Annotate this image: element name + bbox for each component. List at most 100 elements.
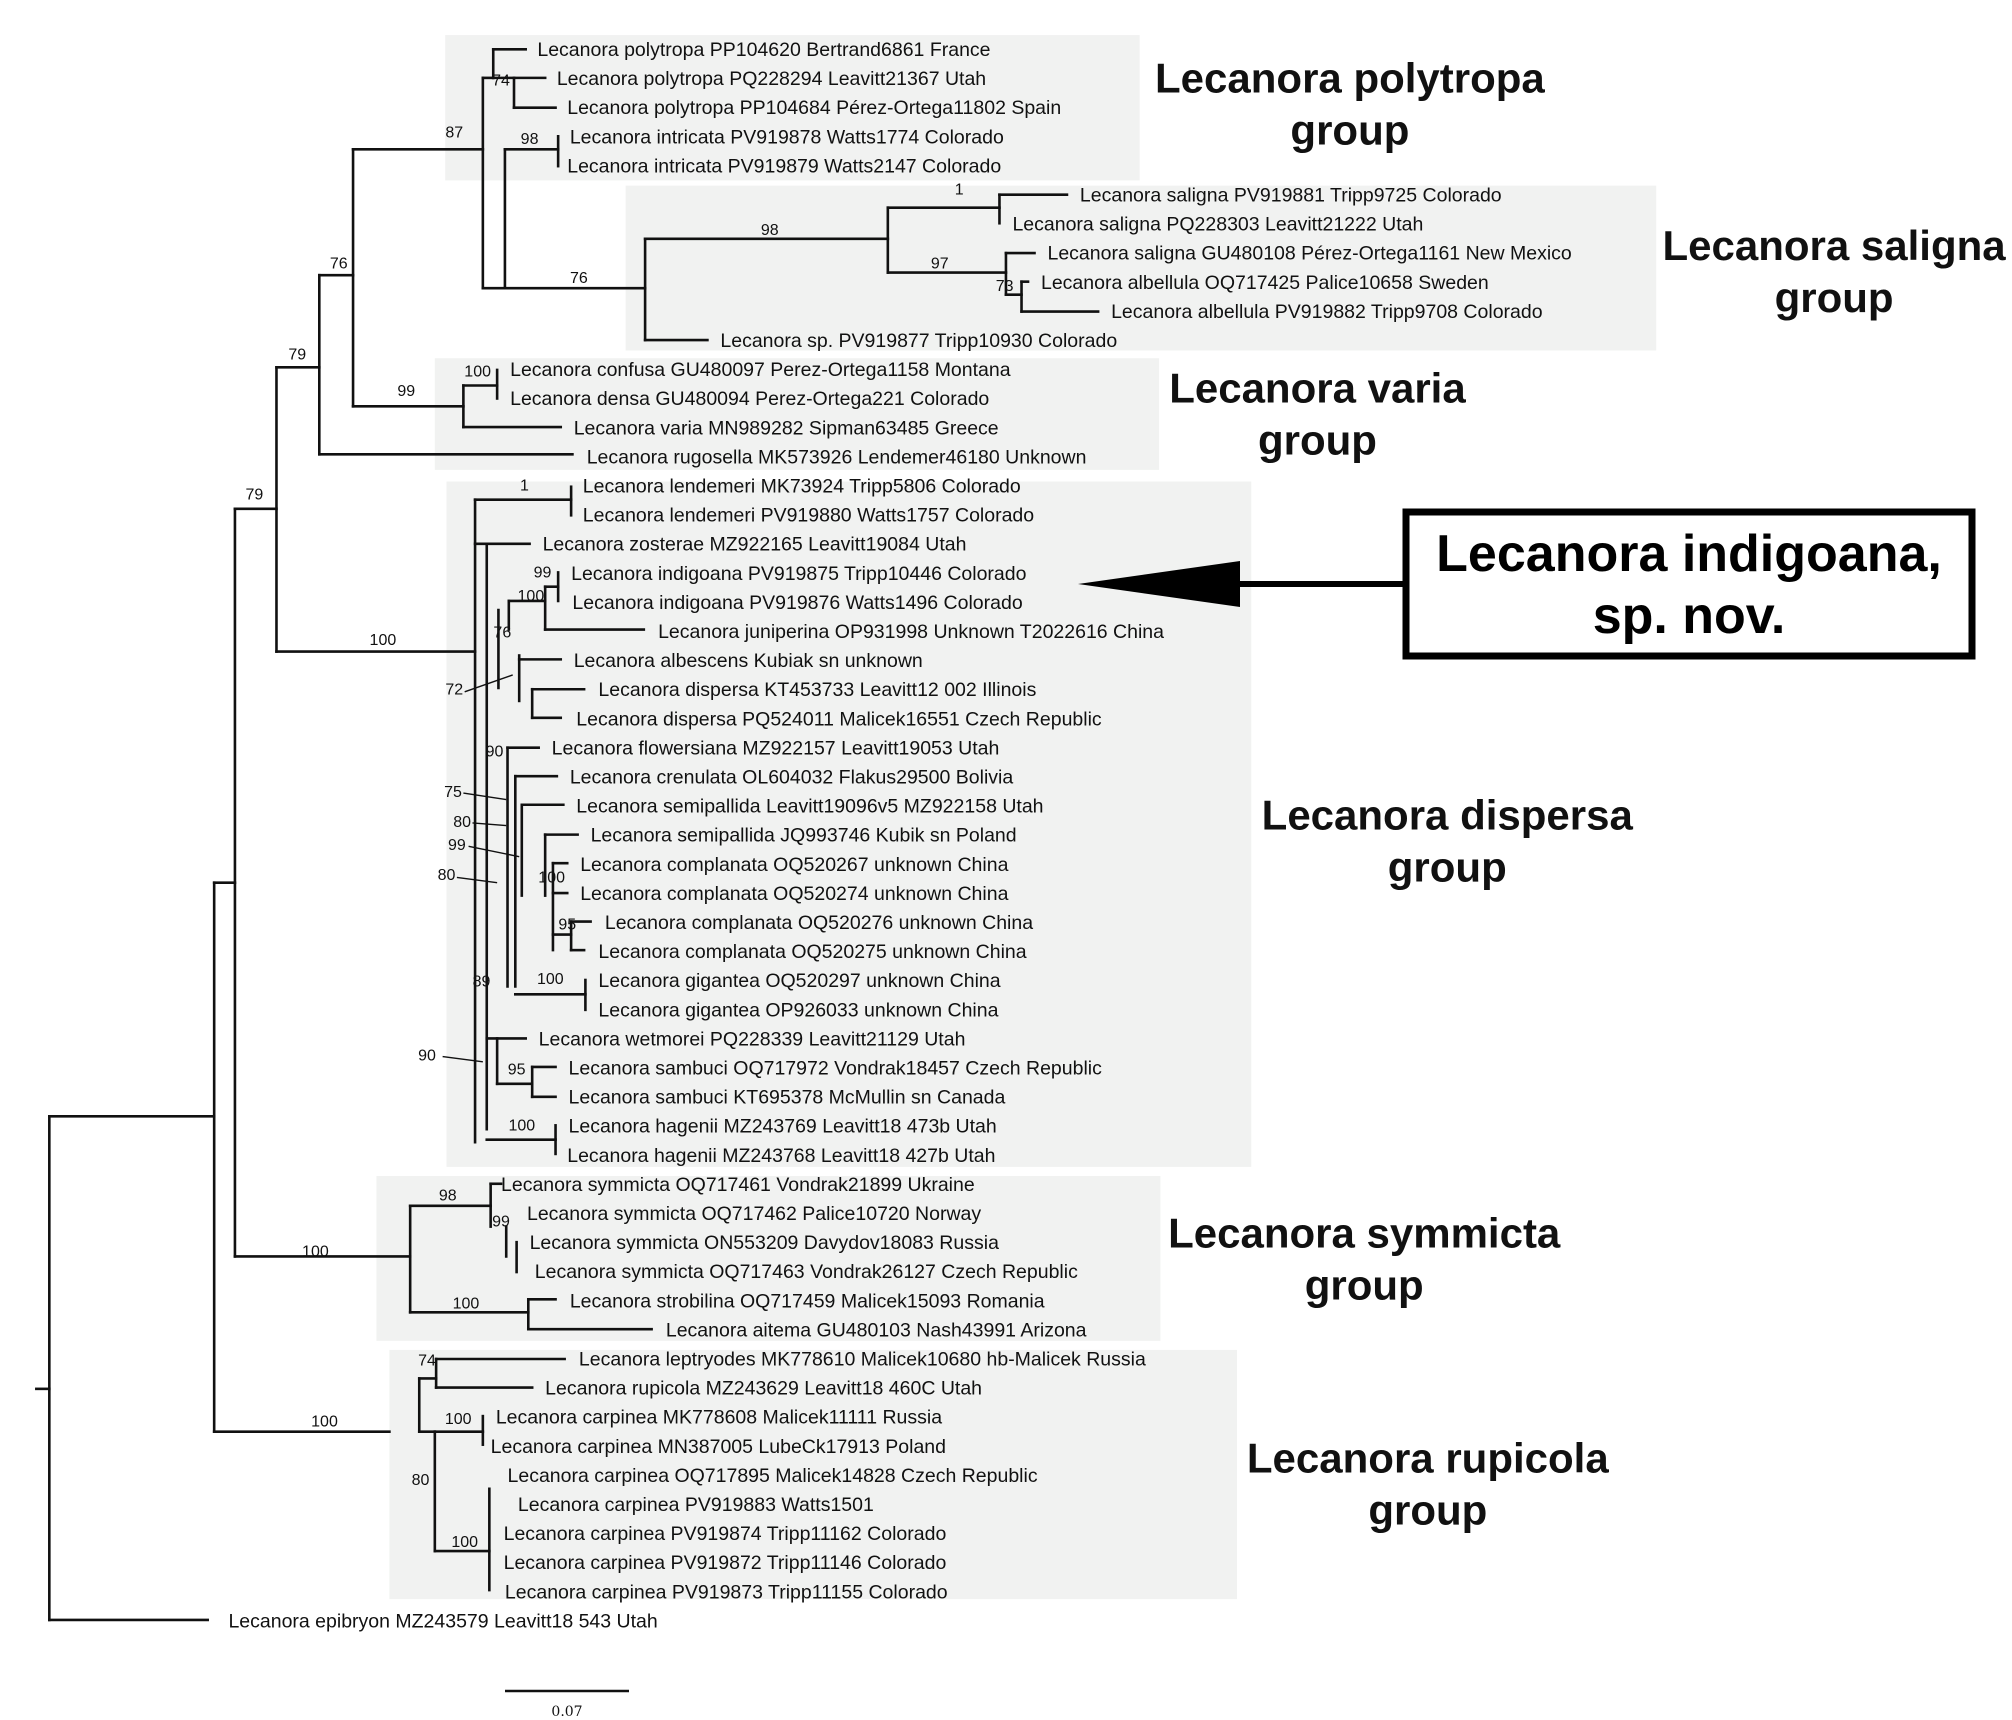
taxon-label: Lecanora semipallida JQ993746 Kubik sn P… <box>591 825 1017 847</box>
group-box <box>376 1175 1161 1341</box>
group-box <box>434 358 1160 470</box>
taxon-label: Lecanora sp. PV919877 Tripp10930 Colorad… <box>720 330 1117 352</box>
support-value: 72 <box>445 681 463 698</box>
taxon-label: Lecanora gigantea OQ520297 unknown China <box>598 970 1000 992</box>
support-value: 100 <box>453 1295 480 1312</box>
support-value: 79 <box>246 487 264 504</box>
group-label-name: Lecanora dispersa <box>1262 792 1634 839</box>
taxon-label: Lecanora carpinea MN387005 LubeCk17913 P… <box>491 1436 946 1458</box>
taxon-label: Lecanora symmicta ON553209 Davydov18083 … <box>530 1232 999 1254</box>
group-box <box>446 481 1252 1167</box>
support-value: 76 <box>493 624 511 641</box>
taxon-label: Lecanora carpinea PV919873 Tripp11155 Co… <box>505 1581 948 1603</box>
taxon-label: Lecanora complanata OQ520274 unknown Chi… <box>580 883 1008 905</box>
tree-branches <box>35 48 1100 1622</box>
support-value: 87 <box>445 125 463 142</box>
support-value: 74 <box>418 1352 436 1369</box>
taxon-label: Lecanora aitema GU480103 Nash43991 Arizo… <box>666 1319 1087 1341</box>
support-value: 76 <box>330 256 348 273</box>
taxon-labels: Lecanora polytropa PP104620 Bertrand6861… <box>228 39 1571 1632</box>
support-value: 99 <box>534 565 552 582</box>
taxon-label: Lecanora saligna PV919881 Tripp9725 Colo… <box>1080 185 1502 207</box>
group-label-name: Lecanora polytropa <box>1155 54 1545 101</box>
taxon-label: Lecanora carpinea MK778608 Malicek11111 … <box>496 1407 942 1429</box>
taxon-label: Lecanora rupicola MZ243629 Leavitt18 460… <box>545 1378 982 1400</box>
support-value: 99 <box>492 1214 510 1231</box>
taxon-label: Lecanora intricata PV919879 Watts2147 Co… <box>567 155 1001 177</box>
support-value: 75 <box>444 784 462 801</box>
group-box <box>389 1349 1237 1600</box>
group-label-suffix: group <box>1775 274 1894 321</box>
group-boxes <box>376 35 1657 1600</box>
support-value: 95 <box>508 1062 526 1079</box>
support-value: 80 <box>453 814 471 831</box>
support-value: 98 <box>521 131 539 148</box>
taxon-label: Lecanora saligna PQ228303 Leavitt21222 U… <box>1012 214 1423 236</box>
support-value: 89 <box>473 973 491 990</box>
taxon-label: Lecanora dispersa KT453733 Leavitt12 002… <box>598 679 1036 701</box>
taxon-label: Lecanora symmicta OQ717463 Vondrak26127 … <box>535 1261 1078 1283</box>
callout-line-2: sp. nov. <box>1593 587 1786 645</box>
support-value: 1 <box>520 478 529 495</box>
group-label-suffix: group <box>1258 417 1377 464</box>
callout-line-1: Lecanora indigoana, <box>1436 525 1942 583</box>
support-value: 100 <box>464 363 491 380</box>
taxon-label: Lecanora indigoana PV919876 Watts1496 Co… <box>572 592 1022 614</box>
scale-bar: 0.07 <box>505 1689 629 1720</box>
support-value: 98 <box>439 1188 457 1205</box>
taxon-label: Lecanora albescens Kubiak sn unknown <box>574 650 923 672</box>
taxon-label: Lecanora symmicta OQ717462 Palice10720 N… <box>527 1203 981 1225</box>
taxon-label: Lecanora rugosella MK573926 Lendemer4618… <box>587 446 1087 468</box>
taxon-label: Lecanora sambuci KT695378 McMullin sn Ca… <box>569 1087 1006 1109</box>
support-value: 99 <box>397 383 415 400</box>
support-value: 90 <box>486 744 504 761</box>
group-label-suffix: group <box>1305 1262 1424 1309</box>
support-value: 73 <box>996 278 1014 295</box>
taxon-label: Lecanora crenulata OL604032 Flakus29500 … <box>570 767 1014 789</box>
taxon-label: Lecanora polytropa PP104684 Pérez-Ortega… <box>567 97 1061 119</box>
taxon-label: Lecanora saligna GU480108 Pérez-Ortega11… <box>1047 243 1571 265</box>
support-value: 100 <box>370 632 397 649</box>
support-value: 100 <box>538 870 565 887</box>
support-value: 1 <box>955 182 964 199</box>
support-value: 100 <box>508 1118 535 1135</box>
taxon-label: Lecanora polytropa PP104620 Bertrand6861… <box>537 39 990 61</box>
group-labels: Lecanora polytropa group Lecanora saligna g… <box>1155 54 2006 1533</box>
taxon-label: Lecanora indigoana PV919875 Tripp10446 C… <box>571 563 1027 585</box>
support-pointer-arrow <box>472 822 507 827</box>
support-value: 100 <box>302 1243 329 1260</box>
taxon-label: Lecanora symmicta OQ717461 Vondrak21899 … <box>501 1174 975 1196</box>
taxon-label: Lecanora varia MN989282 Sipman63485 Gree… <box>574 417 999 439</box>
support-values: 8774981989773767610099797919910076729075… <box>246 73 1014 1552</box>
support-value: 90 <box>418 1047 436 1064</box>
taxon-label: Lecanora semipallida Leavitt19096v5 MZ92… <box>576 796 1043 818</box>
taxon-label: Lecanora carpinea OQ717895 Malicek14828 … <box>508 1465 1038 1487</box>
taxon-label: Lecanora carpinea PV919883 Watts1501 <box>518 1494 874 1516</box>
group-label-name: Lecanora saligna <box>1663 222 2007 269</box>
support-value: 100 <box>311 1414 338 1431</box>
taxon-label: Lecanora albellula OQ717425 Palice10658 … <box>1041 272 1489 294</box>
taxon-label: Lecanora lendemeri PV919880 Watts1757 Co… <box>583 505 1034 527</box>
group-label-name: Lecanora varia <box>1169 365 1466 412</box>
taxon-label: Lecanora zosterae MZ922165 Leavitt19084 … <box>543 534 967 556</box>
taxon-label: Lecanora albellula PV919882 Tripp9708 Co… <box>1111 301 1543 323</box>
support-pointer-arrow <box>463 792 507 801</box>
support-value: 100 <box>537 971 564 988</box>
group-label-name: Lecanora symmicta <box>1168 1210 1561 1257</box>
scale-bar-label: 0.07 <box>551 1704 582 1720</box>
group-label-suffix: group <box>1388 844 1507 891</box>
taxon-label: Lecanora dispersa PQ524011 Malicek16551 … <box>576 708 1102 730</box>
support-value: 100 <box>445 1411 472 1428</box>
taxon-label: Lecanora gigantea OP926033 unknown China <box>598 999 998 1021</box>
taxon-label: Lecanora complanata OQ520275 unknown Chi… <box>598 941 1026 963</box>
taxon-label: Lecanora wetmorei PQ228339 Leavitt21129 … <box>539 1028 966 1050</box>
support-value: 99 <box>448 837 466 854</box>
support-pointer-arrow <box>468 845 520 858</box>
group-label-name: Lecanora rupicola <box>1247 1434 1609 1481</box>
support-value: 80 <box>412 1472 430 1489</box>
callout-arrowhead-icon <box>1078 561 1240 607</box>
taxon-label: Lecanora carpinea PV919872 Tripp11146 Co… <box>504 1552 947 1574</box>
taxon-label: Lecanora epibryon MZ243579 Leavitt18 543… <box>228 1610 657 1632</box>
taxon-label: Lecanora intricata PV919878 Watts1774 Co… <box>570 126 1004 148</box>
